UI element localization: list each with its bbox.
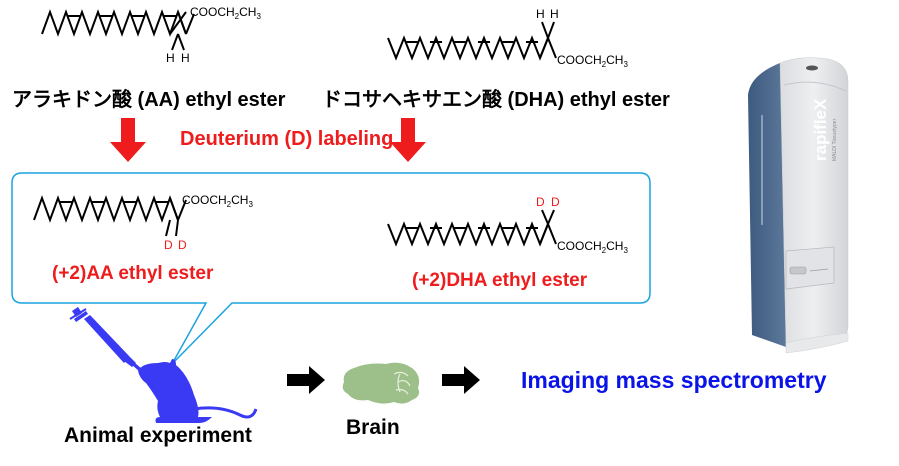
aa-labeled-structure: COOCH2CH3 D D bbox=[33, 193, 253, 252]
aa-deuterium-2: D bbox=[178, 238, 187, 252]
aa-hydrogen-1: H bbox=[166, 51, 175, 65]
aa-ester-group: COOCH2CH3 bbox=[190, 5, 261, 21]
dha-hydrogen-2: H bbox=[550, 7, 559, 21]
arrow-right-icon bbox=[287, 366, 325, 394]
aa-deuterium-1: D bbox=[164, 238, 173, 252]
dha-structure: H H COOCH2CH3 bbox=[387, 7, 628, 69]
dha-labeled-alpha-carbon bbox=[539, 209, 557, 245]
aa-carbon-chain bbox=[41, 9, 187, 37]
mass-spectrometer-icon: rapifleX MALDI Tissuetyper bbox=[748, 57, 849, 354]
dha-alpha-carbon bbox=[539, 21, 557, 59]
aa-structure: COOCH2CH3 H H bbox=[41, 5, 261, 65]
instrument-sub-text: MALDI Tissuetyper bbox=[832, 118, 838, 161]
imaging-mass-spectrometry-label: Imaging mass spectrometry bbox=[521, 367, 827, 393]
dha-title: ドコサヘキサエン酸 (DHA) ethyl ester bbox=[322, 89, 670, 111]
dha-labeled-ester-group: COOCH2CH3 bbox=[557, 239, 628, 255]
aa-labeled-carbon-chain bbox=[33, 195, 179, 223]
arrow-down-right-icon bbox=[390, 118, 426, 162]
labeling-title: Deuterium (D) labeling bbox=[180, 128, 394, 150]
dha-labeled-title: (+2)DHA ethyl ester bbox=[412, 270, 588, 291]
arrow-right-icon bbox=[442, 366, 480, 394]
aa-hydrogen-2: H bbox=[181, 51, 190, 65]
aa-labeled-alpha-carbon bbox=[165, 197, 187, 237]
instrument-brand-text: rapifleX bbox=[811, 98, 830, 161]
dha-ester-group: COOCH2CH3 bbox=[557, 53, 628, 69]
brain-icon bbox=[342, 362, 420, 404]
dha-deuterium-2: D bbox=[551, 195, 560, 209]
aa-title: アラキドン酸 (AA) ethyl ester bbox=[12, 89, 286, 111]
dha-carbon-chain bbox=[387, 35, 549, 61]
aa-alpha-carbon bbox=[169, 11, 195, 51]
sample-door-handle bbox=[789, 266, 807, 275]
arrow-down-left-icon bbox=[110, 118, 146, 162]
animal-experiment-label: Animal experiment bbox=[64, 424, 252, 447]
brand-logo bbox=[806, 65, 818, 71]
aa-labeled-ester-group: COOCH2CH3 bbox=[182, 193, 253, 209]
mouse-syringe-icon bbox=[69, 307, 258, 423]
brain-label: Brain bbox=[346, 416, 400, 439]
dha-hydrogen-1: H bbox=[536, 7, 545, 21]
dha-deuterium-1: D bbox=[536, 195, 545, 209]
aa-labeled-title: (+2)AA ethyl ester bbox=[52, 263, 214, 284]
dha-labeled-carbon-chain bbox=[387, 221, 549, 247]
dha-labeled-structure: D D COOCH2CH3 bbox=[387, 195, 628, 255]
